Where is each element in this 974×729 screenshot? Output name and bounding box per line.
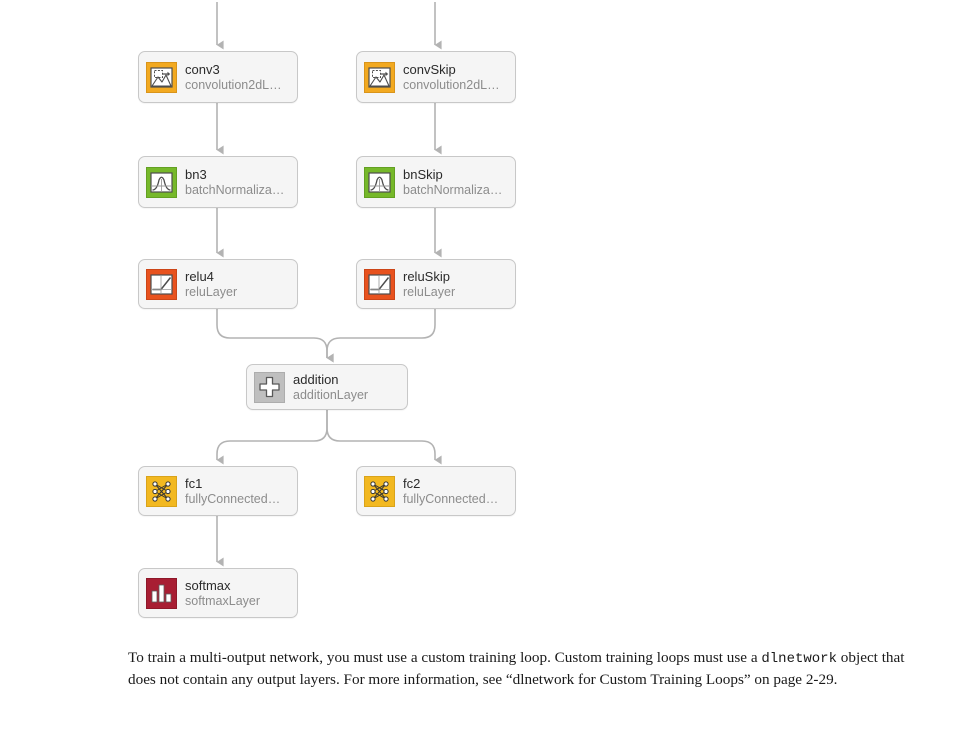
layer-node-text: addition additionLayer [293,372,368,403]
fully-connected-icon [146,475,177,507]
batch-normalization-icon [146,166,177,198]
layer-name: fc1 [185,475,203,491]
layer-node-fc1[interactable]: fc1 fullyConnected… [138,466,298,516]
layer-graph-canvas: conv3 convolution2dL… convSkip convoluti… [138,2,516,618]
layer-type: batchNormaliza… [403,182,503,197]
layer-type: convolution2dL… [185,77,282,92]
layer-node-text: convSkip convolution2dL… [403,62,500,93]
layer-node-bn3[interactable]: bn3 batchNormaliza… [138,156,298,208]
layer-name: bn3 [185,166,207,182]
layer-type: convolution2dL… [403,77,500,92]
layer-name: reluSkip [403,268,450,284]
layer-name: conv3 [185,61,220,77]
layer-node-relu4[interactable]: relu4 reluLayer [138,259,298,309]
convolution-icon [364,61,395,93]
layer-node-convskip[interactable]: convSkip convolution2dL… [356,51,516,103]
layer-type: reluLayer [185,284,238,299]
layer-type: reluLayer [403,284,456,299]
softmax-icon [146,577,177,609]
layer-node-text: relu4 reluLayer [185,269,237,300]
layer-name: addition [293,371,339,387]
relu-icon [364,268,395,300]
inline-code-dlnetwork: dlnetwork [761,651,837,667]
layer-node-reluskip[interactable]: reluSkip reluLayer [356,259,516,309]
layer-type: softmaxLayer [185,593,261,608]
layer-type: batchNormaliza… [185,182,285,197]
layer-node-fc2[interactable]: fc2 fullyConnected… [356,466,516,516]
body-paragraph: To train a multi-output network, you mus… [128,648,928,690]
layer-node-addition[interactable]: addition additionLayer [246,364,408,410]
convolution-icon [146,61,177,93]
relu-icon [146,268,177,300]
layer-name: convSkip [403,61,456,77]
paragraph-text-part1: To train a multi-output network, you mus… [128,649,762,666]
connector-relu4-to-addition [216,309,334,363]
layer-name: relu4 [185,268,214,284]
addition-icon [254,371,285,403]
layer-node-text: fc2 fullyConnected… [403,476,498,507]
layer-node-text: softmax softmaxLayer [185,578,260,609]
layer-type: fullyConnected… [403,491,499,506]
fully-connected-icon [364,475,395,507]
layer-name: fc2 [403,475,421,491]
layer-node-bnskip[interactable]: bnSkip batchNormaliza… [356,156,516,208]
layer-node-text: fc1 fullyConnected… [185,476,280,507]
connector-reluskip-to-addition [326,309,436,363]
connector-addition-to-fc1 [216,410,328,465]
layer-node-text: bn3 batchNormaliza… [185,167,284,198]
layer-type: fullyConnected… [185,491,281,506]
layer-type: additionLayer [293,387,369,402]
layer-node-softmax[interactable]: softmax softmaxLayer [138,568,298,618]
layer-node-text: conv3 convolution2dL… [185,62,282,93]
connector-addition-to-fc2 [326,410,442,465]
batch-normalization-icon [364,166,395,198]
layer-node-text: reluSkip reluLayer [403,269,455,300]
layer-name: bnSkip [403,166,443,182]
paragraph-text-part2: object that does not contain any output … [128,649,905,688]
layer-node-text: bnSkip batchNormaliza… [403,167,502,198]
layer-node-conv3[interactable]: conv3 convolution2dL… [138,51,298,103]
layer-name: softmax [185,577,231,593]
